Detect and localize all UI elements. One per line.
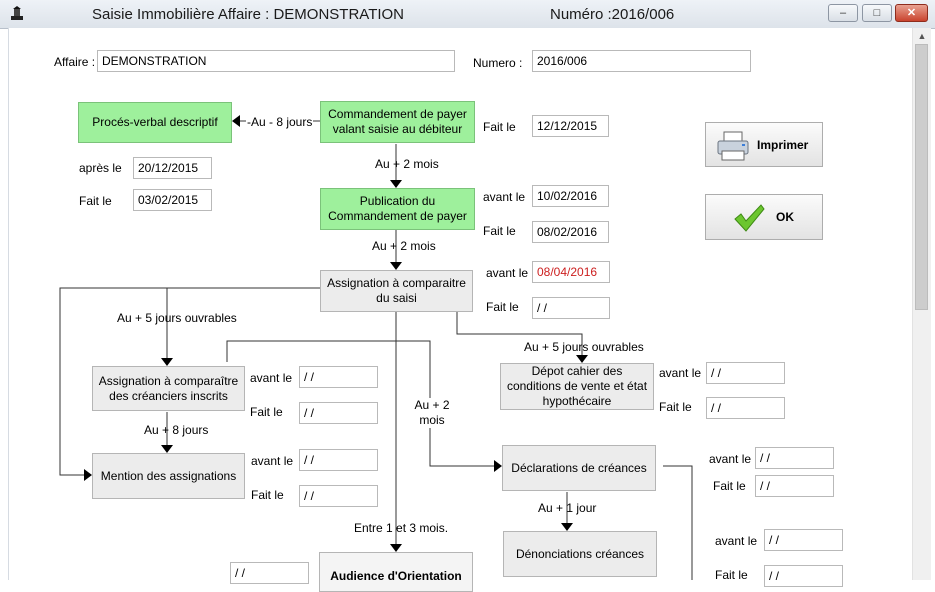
step-commandement[interactable]: Commandement de payer valant saisie au d… [320, 101, 475, 143]
denonciations-avant-label: avant le [715, 534, 758, 548]
step-assignation-creanciers[interactable]: Assignation à comparaître des créanciers… [92, 366, 245, 411]
ok-button[interactable]: OK [705, 194, 823, 240]
delay-entre-1-3-mois: Entre 1 et 3 mois. [354, 521, 449, 535]
mention-fait-field[interactable]: / / [299, 485, 378, 507]
step-commandement-label: Commandement de payer valant saisie au d… [328, 107, 467, 136]
window-numero-title: Numéro :2016/006 [550, 6, 675, 23]
delay-au-2-mois-a: Au + 2 mois [375, 157, 439, 171]
publication-fait-field[interactable]: 08/02/2016 [532, 221, 609, 243]
proces-verbal-apres-field[interactable]: 20/12/2015 [133, 157, 212, 179]
affaire-label: Affaire : [54, 55, 96, 69]
denonciations-fait-label: Fait le [715, 568, 748, 582]
window-titlebar: Saisie Immobilière Affaire : DEMONSTRATI… [0, 0, 935, 29]
depot-cahier-fait-label: Fait le [659, 400, 692, 414]
scrollbar-thumb[interactable] [915, 44, 928, 310]
audience-date-field[interactable]: / / [230, 562, 309, 584]
delay-au-2-mois-c: Au + 2 mois [412, 398, 452, 428]
delay-au-1-jour: Au + 1 jour [538, 501, 597, 515]
depot-cahier-avant-field[interactable]: / / [706, 362, 785, 384]
delay-au-5-jours-a: Au + 5 jours ouvrables [117, 311, 237, 325]
numero-label: Numero : [473, 56, 523, 70]
imprimer-button[interactable]: Imprimer [705, 122, 823, 167]
assignation-saisi-avant-field[interactable]: 08/04/2016 [532, 261, 610, 283]
mention-avant-label: avant le [251, 454, 294, 468]
proces-verbal-fait-field[interactable]: 03/02/2015 [133, 189, 212, 211]
step-declarations-label: Déclarations de créances [511, 460, 647, 475]
delay-au-8-jours: Au + 8 jours [144, 423, 209, 437]
assignation-saisi-avant-label: avant le [486, 266, 529, 280]
mention-fait-label: Fait le [251, 488, 284, 502]
assignation-saisi-fait-field[interactable]: / / [532, 297, 610, 319]
checkmark-icon [734, 204, 765, 232]
ok-label: OK [776, 210, 794, 224]
depot-cahier-avant-label: avant le [659, 366, 702, 380]
delay-au-2-mois-b: Au + 2 mois [372, 239, 436, 253]
step-mention-label: Mention des assignations [100, 468, 237, 483]
step-declarations[interactable]: Déclarations de créances [502, 445, 656, 491]
delay-au-5-jours-b: Au + 5 jours ouvrables [524, 340, 644, 354]
step-depot-cahier[interactable]: Dépot cahier des conditions de vente et … [500, 363, 654, 410]
declarations-fait-field[interactable]: / / [755, 475, 834, 497]
step-publication-label: Publication du Commandement de payer [328, 194, 467, 223]
step-audience[interactable]: Audience d'Orientation [319, 552, 473, 592]
proces-verbal-fait-label: Fait le [79, 194, 112, 208]
window-title: Saisie Immobilière Affaire : DEMONSTRATI… [92, 6, 405, 23]
declarations-avant-label: avant le [709, 452, 752, 466]
numero-field[interactable]: 2016/006 [532, 50, 751, 72]
commandement-fait-label: Fait le [483, 120, 516, 134]
denonciations-avant-field[interactable]: / / [764, 529, 843, 551]
publication-fait-label: Fait le [483, 224, 516, 238]
imprimer-label: Imprimer [757, 138, 809, 152]
printer-icon [717, 131, 749, 161]
commandement-fait-field[interactable]: 12/12/2015 [532, 115, 609, 137]
assignation-creanciers-fait-label: Fait le [250, 405, 283, 419]
step-assignation-saisi-label: Assignation à comparaitre du saisi [327, 276, 466, 305]
vertical-scrollbar[interactable]: ▲ [912, 28, 931, 580]
step-depot-cahier-label: Dépot cahier des conditions de vente et … [506, 364, 648, 408]
declarations-fait-label: Fait le [713, 479, 746, 493]
denonciations-fait-field[interactable]: / / [764, 565, 843, 587]
step-denonciations[interactable]: Dénonciations créances [503, 531, 657, 577]
mention-avant-field[interactable]: / / [299, 449, 378, 471]
app-icon [11, 6, 23, 20]
affaire-field[interactable]: DEMONSTRATION [97, 50, 455, 72]
assignation-saisi-fait-label: Fait le [486, 300, 519, 314]
step-publication[interactable]: Publication du Commandement de payer [320, 188, 475, 230]
assignation-creanciers-avant-label: avant le [250, 371, 293, 385]
publication-avant-field[interactable]: 10/02/2016 [532, 185, 609, 207]
minimize-button[interactable]: – [828, 4, 858, 22]
step-proces-verbal-label: Procés-verbal descriptif [92, 115, 218, 129]
scroll-up-arrow-icon[interactable]: ▲ [917, 31, 927, 41]
proces-verbal-apres-label: après le [79, 161, 122, 175]
close-button[interactable]: ✕ [895, 4, 928, 22]
step-denonciations-label: Dénonciations créances [515, 546, 645, 561]
step-mention[interactable]: Mention des assignations [92, 453, 245, 499]
step-proces-verbal[interactable]: Procés-verbal descriptif [78, 102, 232, 143]
assignation-creanciers-fait-field[interactable]: / / [299, 402, 378, 424]
assignation-creanciers-avant-field[interactable]: / / [299, 366, 378, 388]
delay-au-moins-8-jours: -Au - 8 jours [246, 115, 314, 129]
publication-avant-label: avant le [483, 190, 526, 204]
maximize-button[interactable]: □ [862, 4, 892, 22]
step-assignation-saisi[interactable]: Assignation à comparaitre du saisi [320, 270, 473, 312]
declarations-avant-field[interactable]: / / [755, 447, 834, 469]
step-assignation-creanciers-label: Assignation à comparaître des créanciers… [98, 373, 239, 403]
step-audience-label: Audience d'Orientation [330, 569, 462, 583]
depot-cahier-fait-field[interactable]: / / [706, 397, 785, 419]
